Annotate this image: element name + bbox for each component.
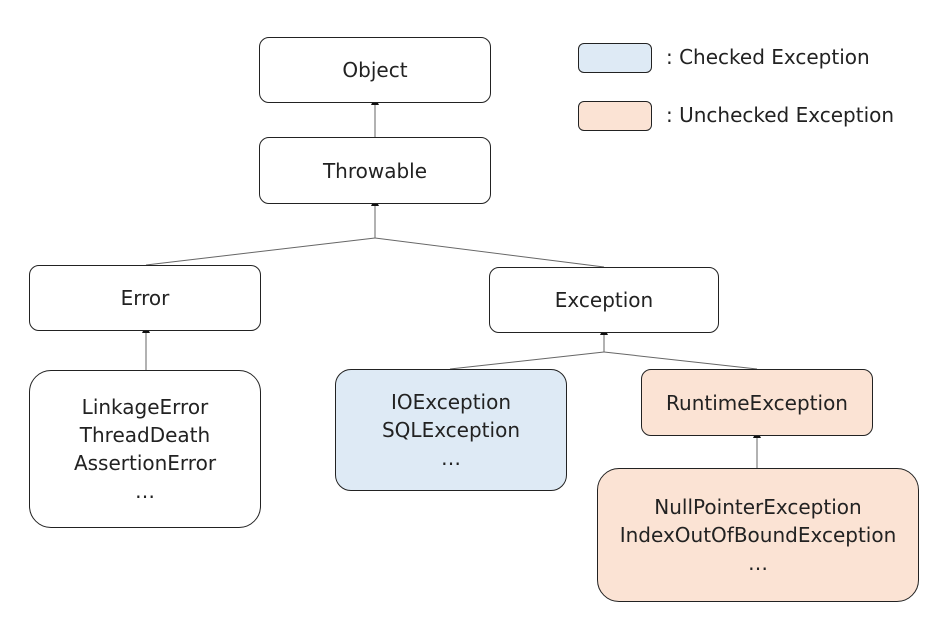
legend-unchecked-swatch — [578, 101, 652, 131]
checked-subclass: SQLException — [381, 418, 520, 442]
legend-unchecked-label: : Unchecked Exception — [666, 103, 895, 127]
edge-exception-throwable — [374, 237, 605, 268]
legend-checked-swatch — [578, 43, 652, 73]
edge-runtime-exception — [603, 351, 758, 370]
node-error: Error — [29, 265, 261, 331]
runtime-subclass: NullPointerException — [654, 495, 862, 519]
error-subclass: ThreadDeath — [79, 423, 211, 447]
node-error-label: Error — [120, 286, 170, 310]
edge-checked-exception — [449, 351, 605, 370]
node-throwable-label: Throwable — [322, 158, 428, 183]
node-error-subclasses: LinkageError ThreadDeath AssertionError … — [29, 370, 261, 528]
node-exception-label: Exception — [554, 288, 654, 312]
error-subclass: … — [134, 479, 155, 503]
node-runtime-label: RuntimeException — [666, 390, 848, 415]
checked-subclass: IOException — [390, 390, 512, 414]
node-exception: Exception — [489, 267, 719, 333]
node-throwable: Throwable — [259, 137, 491, 204]
runtime-subclass: … — [747, 551, 768, 575]
edge-error-throwable — [145, 237, 376, 266]
runtime-subclass: IndexOutOfBoundException — [619, 523, 897, 547]
node-runtime-subclasses: NullPointerException IndexOutOfBoundExce… — [597, 468, 919, 602]
node-runtime-exception: RuntimeException — [641, 369, 873, 436]
legend-checked-label: : Checked Exception — [666, 45, 870, 69]
checked-subclass: … — [440, 446, 461, 470]
error-subclass: AssertionError — [73, 451, 217, 475]
error-subclass: LinkageError — [81, 395, 209, 419]
node-checked-exceptions: IOException SQLException … — [335, 369, 567, 491]
node-object-label: Object — [342, 58, 408, 82]
node-object: Object — [259, 37, 491, 103]
